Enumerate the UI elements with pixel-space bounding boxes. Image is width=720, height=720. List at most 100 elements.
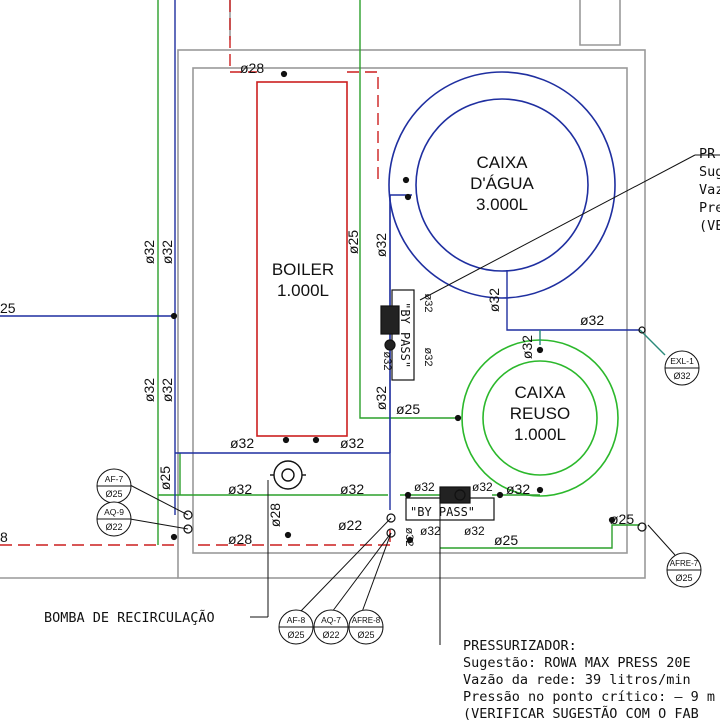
right-note-line-2: Sug bbox=[699, 164, 720, 180]
tag-af7: AF-7 Ø25 bbox=[96, 468, 132, 504]
cold-water-pipes bbox=[157, 0, 640, 549]
pressurizador-line-1: Sugestão: ROWA MAX PRESS 20E bbox=[463, 655, 691, 671]
label-d28-v-pump: ø28 bbox=[267, 503, 283, 527]
label-d25-v-hot: ø25 bbox=[345, 230, 361, 254]
caixa-dagua-line2: D'ÁGUA bbox=[470, 174, 534, 193]
bypass-v-label-1: "BY bbox=[398, 302, 412, 324]
callouts: BOMBA DE RECIRCULAÇÃO PRESSURIZADOR: Sug… bbox=[44, 146, 720, 720]
caixa-dagua: CAIXA D'ÁGUA 3.000L bbox=[388, 71, 616, 299]
label-d32-bypass-br: ø32 bbox=[464, 524, 485, 538]
bomba-callout: BOMBA DE RECIRCULAÇÃO bbox=[44, 609, 215, 626]
right-note-line-3: Vaz bbox=[699, 182, 720, 198]
label-d25-bottom: ø25 bbox=[494, 532, 518, 548]
hot-water-pipes bbox=[0, 0, 391, 548]
tag-exl1: EXL-1 Ø32 bbox=[664, 350, 700, 386]
bypass-vertical bbox=[380, 289, 415, 381]
label-d32-v1: ø32 bbox=[141, 240, 157, 264]
label-d32-bypass-l: ø32 bbox=[414, 480, 435, 494]
caixa-dagua-outer bbox=[388, 71, 616, 299]
svg-text:Ø22: Ø22 bbox=[105, 522, 122, 532]
label-d32-v-riser2: ø32 bbox=[373, 386, 389, 410]
svg-text:AF-8: AF-8 bbox=[287, 615, 306, 625]
boiler-outline bbox=[256, 81, 348, 437]
label-d32-cold-left: ø32 bbox=[228, 481, 252, 497]
label-d32-v-reuse2: ø32 bbox=[519, 335, 535, 359]
right-note-line-1: PR bbox=[699, 146, 716, 162]
svg-text:Ø32: Ø32 bbox=[673, 371, 690, 381]
bypass-horizontal bbox=[405, 486, 495, 521]
recirculation-pump bbox=[270, 460, 306, 490]
svg-text:Ø22: Ø22 bbox=[322, 630, 339, 640]
label-d32-reuse-in: ø32 bbox=[506, 481, 530, 497]
bypass-v-label-2: PASS" bbox=[398, 332, 412, 368]
svg-text:AQ-7: AQ-7 bbox=[321, 615, 341, 625]
svg-text:Ø25: Ø25 bbox=[675, 573, 692, 583]
label-d32-v4: ø32 bbox=[159, 378, 175, 402]
label-d32-v-bp3: ø32 bbox=[381, 352, 393, 371]
svg-text:AF-7: AF-7 bbox=[105, 474, 124, 484]
caixa-reuso-line1: CAIXA bbox=[514, 383, 566, 402]
tag-aq9: AQ-9 Ø22 bbox=[96, 501, 132, 537]
svg-text:AQ-9: AQ-9 bbox=[104, 507, 124, 517]
label-d32-v-bp1: ø32 bbox=[422, 294, 434, 313]
tag-afre8: AFRE-8 Ø25 bbox=[348, 609, 384, 645]
pressurizador-line-4: (VERIFICAR SUGESTÃO COM O FAB bbox=[463, 705, 699, 720]
pressurizador-line-3: Pressão no ponto crítico: – 9 m bbox=[463, 689, 715, 705]
svg-text:AFRE-7: AFRE-7 bbox=[670, 559, 699, 568]
caixa-dagua-inner bbox=[415, 98, 589, 272]
pipe-labels-vertical: ø32 ø32 ø32 ø32 ø25 ø25 ø32 ø32 ø32 ø32 … bbox=[141, 230, 535, 547]
label-d28-bottom: ø28 bbox=[228, 531, 252, 547]
boiler: BOILER 1.000L bbox=[256, 81, 348, 437]
label-d22: ø22 bbox=[338, 517, 362, 533]
risers bbox=[183, 326, 647, 538]
tag-afre7: AFRE-7 Ø25 bbox=[666, 552, 702, 588]
label-8-left: 8 bbox=[0, 529, 8, 545]
pressurizador-title: PRESSURIZADOR: bbox=[463, 638, 577, 654]
label-d32-bypass-bl: ø32 bbox=[420, 524, 441, 538]
label-d32-boiler-left: ø32 bbox=[230, 435, 254, 451]
label-d32-v2: ø32 bbox=[159, 240, 175, 264]
label-25-left: 25 bbox=[0, 300, 16, 316]
label-d32-boiler-right: ø32 bbox=[340, 435, 364, 451]
svg-text:Ø25: Ø25 bbox=[357, 630, 374, 640]
label-d32-v-bp2: ø32 bbox=[422, 348, 434, 367]
label-d32-v-riser1: ø32 bbox=[373, 233, 389, 257]
right-note-line-4: Pre bbox=[699, 200, 720, 216]
caixa-reuso-line2: REUSO bbox=[510, 404, 570, 423]
svg-text:Ø25: Ø25 bbox=[105, 489, 122, 499]
caixa-dagua-capacity: 3.000L bbox=[476, 195, 528, 214]
label-d32-v-reuse: ø32 bbox=[486, 288, 502, 312]
pressurizador-line-2: Vazão da rede: 39 litros/min bbox=[463, 672, 691, 688]
label-d25-v1: ø25 bbox=[157, 466, 173, 490]
svg-text:EXL-1: EXL-1 bbox=[670, 356, 694, 366]
recirculation-pipes bbox=[0, 0, 640, 515]
bypass-h-label: "BY PASS" bbox=[410, 505, 475, 519]
boiler-name: BOILER bbox=[272, 260, 334, 279]
valves bbox=[170, 70, 616, 544]
caixa-reuso-inner bbox=[482, 360, 598, 476]
leader-lines bbox=[129, 154, 720, 645]
reuse-pipes bbox=[539, 329, 666, 356]
tag-af8: AF-8 Ø25 bbox=[278, 609, 314, 645]
label-d32-cold-right: ø32 bbox=[340, 481, 364, 497]
label-d25-reuse: ø25 bbox=[396, 401, 420, 417]
tag-aq7: AQ-7 Ø22 bbox=[313, 609, 349, 645]
label-d28-top: ø28 bbox=[240, 60, 264, 76]
right-note-line-5: (VE bbox=[699, 218, 720, 234]
label-d25-right: ø25 bbox=[610, 511, 634, 527]
label-d32-v-riser3: ø32 bbox=[403, 528, 415, 547]
label-d32-v3: ø32 bbox=[141, 378, 157, 402]
caixa-dagua-line1: CAIXA bbox=[476, 153, 528, 172]
caixa-reuso-capacity: 1.000L bbox=[514, 425, 566, 444]
svg-text:AFRE-8: AFRE-8 bbox=[352, 616, 381, 625]
label-d32-reuse-top: ø32 bbox=[580, 312, 604, 328]
tags: AF-7 Ø25 AQ-9 Ø22 AF-8 Ø25 AQ-7 Ø22 AFRE… bbox=[96, 350, 702, 645]
label-d32-bypass-r: ø32 bbox=[472, 480, 493, 494]
pipe-labels: ø28 ø32 ø32 ø32 ø32 ø22 ø28 ø25 ø32 ø32 … bbox=[0, 60, 634, 548]
walls bbox=[0, 0, 646, 579]
caixa-reuso: CAIXA REUSO 1.000L bbox=[461, 339, 619, 497]
svg-text:Ø25: Ø25 bbox=[287, 630, 304, 640]
boiler-capacity: 1.000L bbox=[277, 281, 329, 300]
